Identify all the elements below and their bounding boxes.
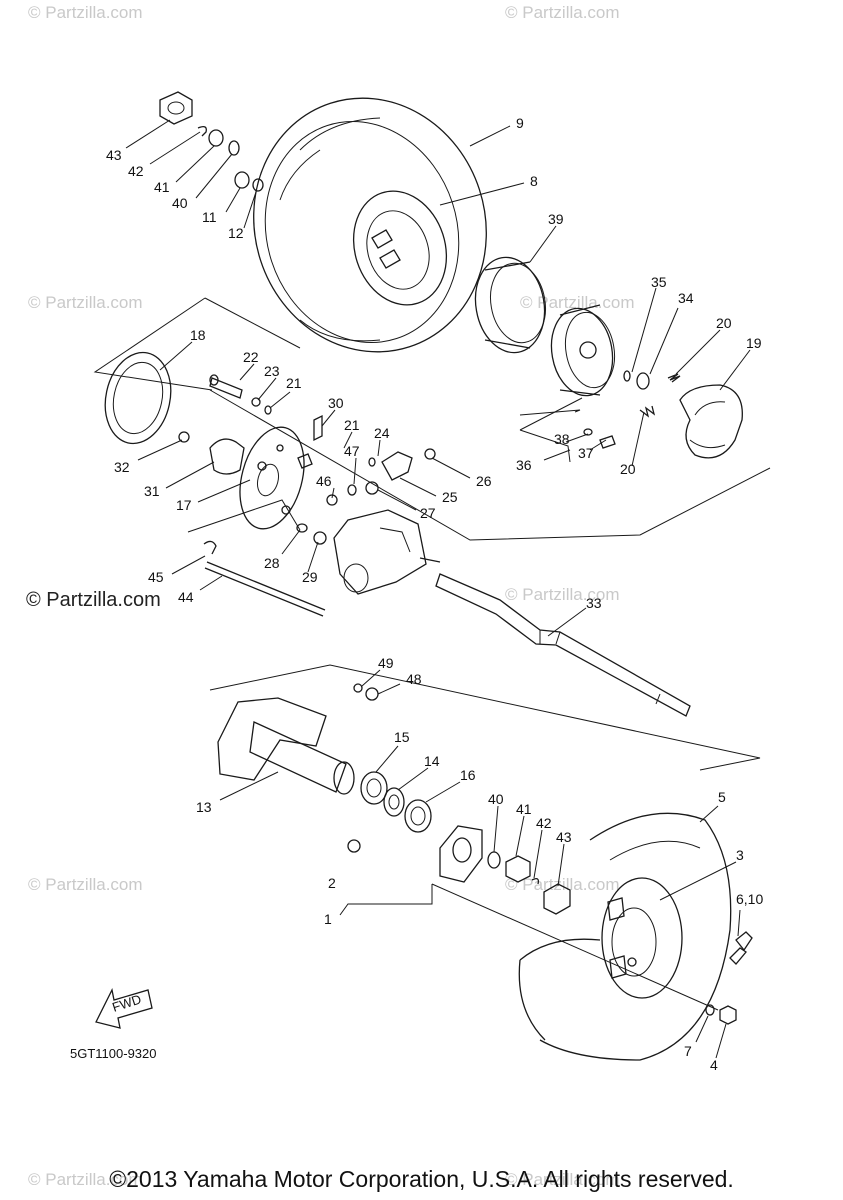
callout-9: 9 <box>516 115 524 131</box>
callout-4: 4 <box>710 1057 718 1073</box>
front-rim-3 <box>601 877 683 999</box>
final-gear-case <box>333 509 441 595</box>
callout-42: 42 <box>536 815 552 831</box>
front-tire-5 <box>518 812 732 1061</box>
callout-27: 27 <box>420 505 436 521</box>
callout-28: 28 <box>264 555 280 571</box>
brake-drum-cover <box>474 256 546 354</box>
callout-41: 41 <box>516 801 532 817</box>
callout-49: 49 <box>378 655 394 671</box>
callout-6-10: 6,10 <box>736 891 763 907</box>
callout-24: 24 <box>374 425 390 441</box>
callout-32: 32 <box>114 459 130 475</box>
watermark: © Partzilla.com <box>28 1170 143 1189</box>
callout-23: 23 <box>264 363 280 379</box>
callout-38: 38 <box>554 431 570 447</box>
rear-wheel-rim <box>352 190 448 306</box>
rod-44 <box>203 540 326 617</box>
fwd-arrow-icon: FWD <box>95 988 153 1029</box>
callout-48: 48 <box>406 671 422 687</box>
callout-20: 20 <box>620 461 636 477</box>
valve-stem <box>729 931 753 965</box>
callout-43: 43 <box>106 147 122 163</box>
springs-small-parts-top <box>583 370 681 449</box>
watermark: © Partzilla.com <box>28 293 143 312</box>
callout-21: 21 <box>344 417 360 433</box>
callout-40: 40 <box>488 791 504 807</box>
callout-22: 22 <box>243 349 259 365</box>
watermark: © Partzilla.com <box>505 1170 620 1189</box>
watermark: © Partzilla.com <box>505 875 620 894</box>
callout-30: 30 <box>328 395 344 411</box>
callout-14: 14 <box>424 753 440 769</box>
axle-housing-13 <box>217 683 379 795</box>
callout-46: 46 <box>316 473 332 489</box>
callout-5: 5 <box>718 789 726 805</box>
callout-7: 7 <box>684 1043 692 1059</box>
watermark: © Partzilla.com <box>505 585 620 604</box>
callout-41: 41 <box>154 179 170 195</box>
rear-axle-33 <box>435 573 691 717</box>
brake-drum <box>550 304 616 397</box>
callout-25: 25 <box>442 489 458 505</box>
fwd-label: FWD <box>110 991 143 1014</box>
watermark: © Partzilla.com <box>520 293 635 312</box>
callout-26: 26 <box>476 473 492 489</box>
callout-13: 13 <box>196 799 212 815</box>
brake-lever-parts <box>296 414 436 545</box>
callout-29: 29 <box>302 569 318 585</box>
oil-seal-18 <box>104 351 172 445</box>
axle-nut-group-top <box>159 91 264 192</box>
callout-31: 31 <box>144 483 160 499</box>
copyright-notice: ©2013 Yamaha Motor Corporation, U.S.A. A… <box>109 1166 734 1192</box>
seal-housing-31 <box>178 431 245 475</box>
diagram-code: 5GT1100-9320 <box>70 1046 157 1061</box>
brake-shoe <box>679 384 743 459</box>
callout-39: 39 <box>548 211 564 227</box>
callout-8: 8 <box>530 173 538 189</box>
callout-16: 16 <box>460 767 476 783</box>
callout-34: 34 <box>678 290 694 306</box>
brake-plate <box>239 426 305 530</box>
callout-36: 36 <box>516 457 532 473</box>
callout-33: 33 <box>586 595 602 611</box>
callout-21: 21 <box>286 375 302 391</box>
watermark-main: © Partzilla.com <box>26 589 161 611</box>
callout-47: 47 <box>344 443 360 459</box>
bearings-14-16 <box>360 771 432 833</box>
callout-40: 40 <box>172 195 188 211</box>
callout-44: 44 <box>178 589 194 605</box>
callout-12: 12 <box>228 225 244 241</box>
callout-2: 2 <box>328 875 336 891</box>
callout-20: 20 <box>716 315 732 331</box>
wheel-hub-1 <box>347 825 483 883</box>
callout-42: 42 <box>128 163 144 179</box>
callout-37: 37 <box>578 445 594 461</box>
callout-3: 3 <box>736 847 744 863</box>
callout-1: 1 <box>324 911 332 927</box>
callout-15: 15 <box>394 729 410 745</box>
callout-18: 18 <box>190 327 206 343</box>
watermark: © Partzilla.com <box>28 875 143 894</box>
watermark-layer: © Partzilla.com © Partzilla.com © Partzi… <box>26 3 635 1189</box>
camshaft-22 <box>209 374 272 415</box>
callout-labels: 43 42 41 40 11 12 9 8 39 35 34 20 19 18 … <box>106 115 763 1073</box>
callout-35: 35 <box>651 274 667 290</box>
callout-43: 43 <box>556 829 572 845</box>
callout-19: 19 <box>746 335 762 351</box>
callout-45: 45 <box>148 569 164 585</box>
watermark: © Partzilla.com <box>505 3 620 22</box>
lug-nut-4-washer-7 <box>705 1004 737 1025</box>
callout-17: 17 <box>176 497 192 513</box>
rear-tire <box>253 97 487 353</box>
callout-11: 11 <box>202 209 217 225</box>
leader-lines <box>125 119 751 1059</box>
watermark: © Partzilla.com <box>28 3 143 22</box>
